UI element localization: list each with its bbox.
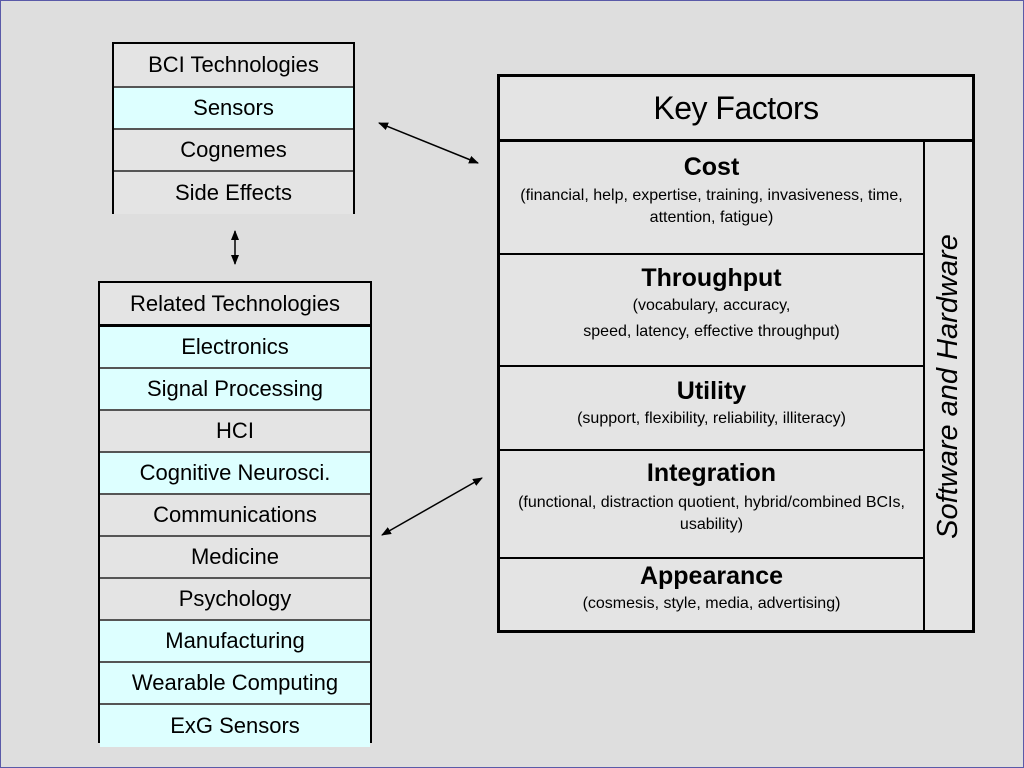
related-technologies-box: Related Technologies Electronics Signal … bbox=[98, 281, 372, 747]
related-item-hci: HCI bbox=[100, 411, 370, 453]
factor-name: Utility bbox=[676, 377, 747, 405]
factor-description: (cosmesis, style, media, advertising) bbox=[582, 595, 841, 612]
related-item-communications: Communications bbox=[100, 495, 370, 537]
key-factors-title: Key Factors bbox=[500, 77, 972, 142]
factor-description-line-2: speed, latency, effective throughput) bbox=[583, 323, 840, 340]
related-item-psychology: Psychology bbox=[100, 579, 370, 621]
related-item-wearable-computing: Wearable Computing bbox=[100, 663, 370, 705]
arrow-related-to-key-factors bbox=[381, 477, 483, 536]
software-hardware-label: Software and Hardware bbox=[932, 233, 964, 539]
factor-name: Integration bbox=[646, 459, 777, 487]
factor-description: (functional, distraction quotient, hybri… bbox=[518, 494, 905, 533]
related-technologies-header: Related Technologies bbox=[100, 283, 370, 327]
related-item-manufacturing: Manufacturing bbox=[100, 621, 370, 663]
key-factors-table: Key Factors Cost (financial, help, exper… bbox=[497, 74, 975, 633]
factor-integration: Integration (functional, distraction quo… bbox=[500, 451, 923, 559]
factor-description: (financial, help, expertise, training, i… bbox=[520, 187, 903, 226]
related-item-electronics: Electronics bbox=[100, 327, 370, 369]
factor-name: Throughput bbox=[641, 264, 782, 292]
related-item-medicine: Medicine bbox=[100, 537, 370, 579]
bci-item-cognemes: Cognemes bbox=[114, 130, 353, 172]
bci-item-side-effects: Side Effects bbox=[114, 172, 353, 214]
factor-description-line-1: (vocabulary, accuracy, bbox=[632, 297, 791, 314]
factor-throughput: Throughput (vocabulary, accuracy, speed,… bbox=[500, 255, 923, 367]
factor-name: Appearance bbox=[639, 562, 784, 590]
key-factors-list: Cost (financial, help, expertise, traini… bbox=[500, 142, 925, 630]
related-item-exg-sensors: ExG Sensors bbox=[100, 705, 370, 747]
bci-item-sensors: Sensors bbox=[114, 88, 353, 130]
factor-cost: Cost (financial, help, expertise, traini… bbox=[500, 142, 923, 255]
factor-description: (support, flexibility, reliability, illi… bbox=[577, 410, 846, 427]
software-hardware-column: Software and Hardware bbox=[925, 142, 972, 630]
related-item-signal-processing: Signal Processing bbox=[100, 369, 370, 411]
bci-technologies-header: BCI Technologies bbox=[114, 44, 353, 88]
factor-utility: Utility (support, flexibility, reliabili… bbox=[500, 367, 923, 451]
factor-appearance: Appearance (cosmesis, style, media, adve… bbox=[500, 559, 923, 633]
arrow-sensors-to-key-factors bbox=[378, 122, 479, 164]
related-item-cognitive-neurosci: Cognitive Neurosci. bbox=[100, 453, 370, 495]
bci-technologies-box: BCI Technologies Sensors Cognemes Side E… bbox=[112, 42, 355, 214]
factor-name: Cost bbox=[683, 153, 740, 181]
